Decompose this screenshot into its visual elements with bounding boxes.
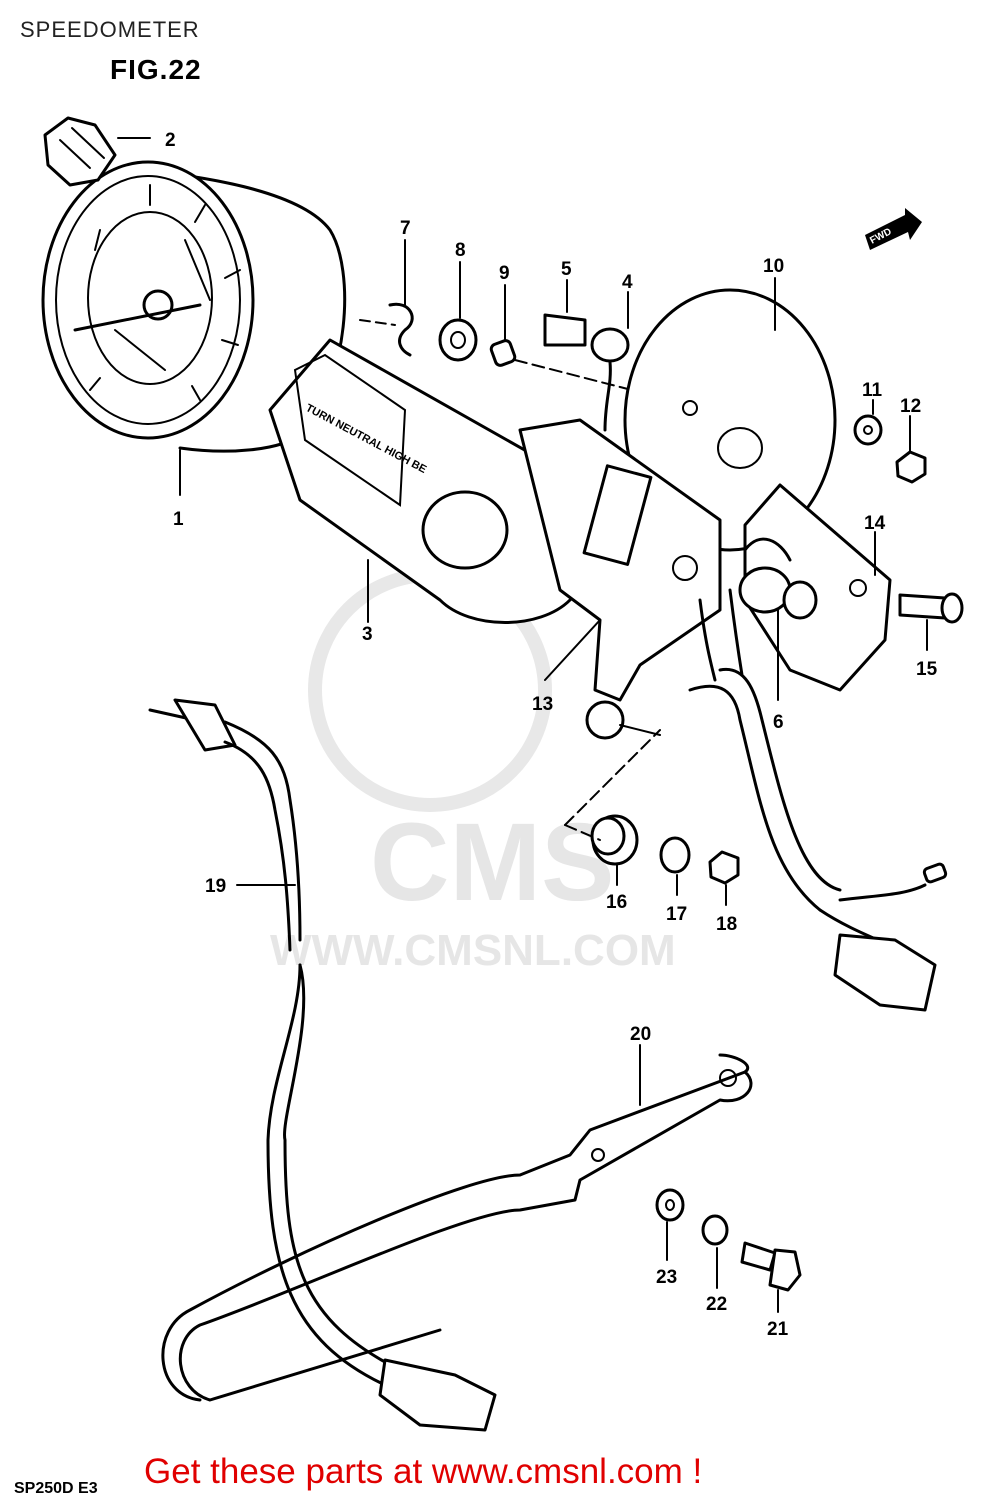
part-11-washer (853, 414, 883, 446)
part-4-socket (590, 327, 630, 363)
part-17-washer (659, 836, 691, 874)
part-23-washer (655, 1188, 685, 1222)
page-title: SPEEDOMETER (20, 17, 200, 42)
callout-20: 20 (630, 1024, 651, 1045)
small-parts-top (359, 302, 691, 432)
callout-21: 21 (767, 1319, 789, 1340)
figure-number: FIG.22 (110, 54, 202, 85)
watermark: CMS WWW.CMSNL.COM (270, 568, 676, 975)
callout-18: 18 (716, 914, 737, 935)
callout-17: 17 (666, 904, 687, 925)
callout-13: 13 (532, 694, 553, 715)
callout-11: 11 (862, 380, 883, 401)
part-14-bracket (743, 483, 892, 692)
part-9-pin (489, 339, 517, 367)
callout-6: 6 (773, 712, 784, 733)
part-13-bracket (518, 418, 722, 740)
callout-22: 22 (706, 1294, 727, 1315)
part-12-nut (895, 450, 927, 484)
part-7-clip (388, 302, 414, 357)
part-19-cable (148, 698, 497, 1432)
part-20-bracket (161, 1044, 753, 1402)
watermark-brand: CMS (370, 801, 614, 924)
promo-link[interactable]: Get these parts at www.cmsnl.com ! (144, 1452, 703, 1491)
callout-3: 3 (362, 624, 373, 645)
callout-5: 5 (561, 259, 572, 280)
part-5-bulb (543, 313, 587, 347)
callout-8: 8 (455, 240, 466, 261)
part-2-knob (43, 116, 151, 187)
leader-lines (236, 239, 928, 1313)
part-1-speedometer (41, 160, 347, 496)
callout-15: 15 (916, 659, 938, 680)
watermark-url: WWW.CMSNL.COM (270, 926, 676, 975)
callout-2: 2 (165, 130, 176, 151)
part-15-bolt (898, 592, 964, 624)
part-22-lockwasher (701, 1214, 729, 1246)
part-10-cover (623, 288, 837, 552)
callout-23: 23 (656, 1267, 677, 1288)
wiring-harness (688, 588, 948, 1012)
callout-14: 14 (864, 513, 886, 534)
callout-9: 9 (499, 263, 510, 284)
callout-12: 12 (900, 396, 921, 417)
callout-1: 1 (173, 509, 184, 530)
callout-numbers: 1 2 3 4 5 6 7 8 9 10 11 12 13 14 15 16 1… (165, 130, 938, 1340)
part-6-socket (738, 537, 818, 620)
callout-16: 16 (606, 892, 627, 913)
callout-10: 10 (763, 256, 784, 277)
callout-7: 7 (400, 218, 411, 239)
part-8-grommet (438, 318, 478, 362)
fwd-arrow-icon: FWD (865, 208, 922, 250)
callout-19: 19 (205, 876, 226, 897)
part-18-nut (708, 850, 740, 885)
part-16-grommet (590, 814, 639, 866)
part-21-bolt (740, 1241, 802, 1292)
model-code: SP250D E3 (14, 1480, 98, 1497)
callout-4: 4 (622, 272, 633, 293)
